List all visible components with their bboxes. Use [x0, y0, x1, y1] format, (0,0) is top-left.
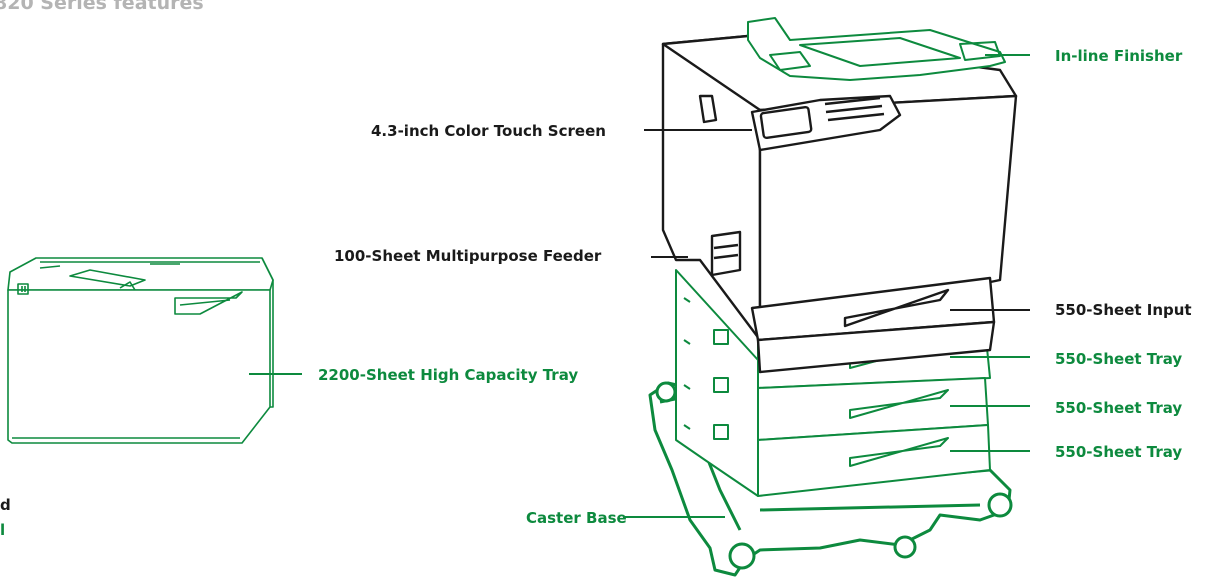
label-input-550: 550-Sheet Input: [1055, 301, 1192, 319]
label-caster-base: Caster Base: [526, 509, 627, 527]
label-tray-2: 550-Sheet Tray: [1055, 399, 1183, 417]
label-tray-1: 550-Sheet Tray: [1055, 350, 1183, 368]
label-high-capacity-tray: 2200-Sheet High Capacity Tray: [318, 366, 579, 384]
page-title: 820 Series features: [0, 0, 204, 14]
cut-text-line-1: d: [0, 496, 11, 514]
label-touch-screen: 4.3-inch Color Touch Screen: [371, 122, 606, 140]
cut-text-line-2: l: [0, 521, 6, 539]
label-tray-3: 550-Sheet Tray: [1055, 443, 1183, 461]
high-capacity-tray-drawing: [7, 257, 274, 444]
label-mp-feeder: 100-Sheet Multipurpose Feeder: [334, 247, 602, 265]
label-finisher: In-line Finisher: [1055, 47, 1183, 65]
